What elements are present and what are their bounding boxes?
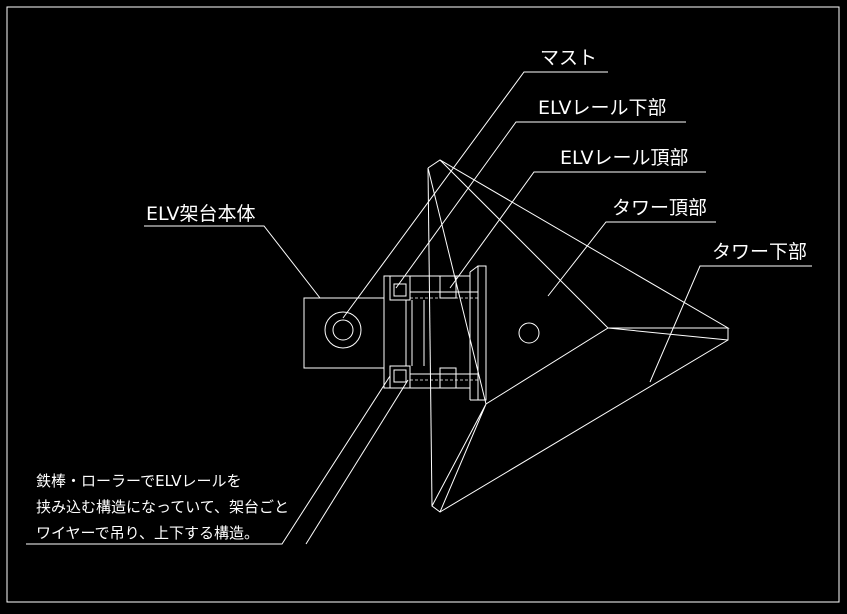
note-block: 鉄棒・ローラーでELVレールを 挟み込む構造になっていて、架台ごと ワイヤーで吊… <box>36 472 289 542</box>
leader-elv-rail-bottom <box>395 121 686 289</box>
tower-edge-left <box>427 167 487 405</box>
lower-roller <box>393 369 407 383</box>
upper-rail-block <box>439 275 457 299</box>
clamp-outline <box>383 275 471 389</box>
label-mast: マスト <box>540 47 597 69</box>
tower-outline-upper <box>427 159 730 513</box>
elv-platform <box>303 297 385 369</box>
plate-front <box>477 265 487 401</box>
note-line-1: 鉄棒・ローラーでELVレールを <box>36 472 242 490</box>
leader-tower-top <box>547 221 716 297</box>
leader-note-b <box>305 379 409 545</box>
leader-mast <box>342 71 608 319</box>
drawing-frame <box>6 6 840 603</box>
tower-back-edge <box>427 167 433 507</box>
leader-lines <box>26 71 812 545</box>
platform-box <box>303 297 385 369</box>
rail-clamp <box>383 275 478 389</box>
plate-edge-top <box>469 265 479 273</box>
leader-note-a <box>26 375 391 545</box>
mast-outer-circle <box>324 311 362 349</box>
label-elv-platform-body: ELV架台本体 <box>146 203 256 225</box>
note-line-2: 挟み込む構造になっていて、架台ごと <box>36 498 289 516</box>
lower-rail-block <box>439 367 457 389</box>
label-tower-top: タワー頂部 <box>612 197 707 219</box>
tower-apex-line <box>607 327 729 341</box>
label-elv-rail-top: ELVレール頂部 <box>560 147 689 169</box>
tower-structure <box>427 159 730 513</box>
upper-roller-block <box>389 275 411 301</box>
label-elv-rail-bottom: ELVレール下部 <box>538 97 667 119</box>
note-line-3: ワイヤーで吊り、上下する構造。 <box>36 524 259 542</box>
tower-hole <box>518 322 540 344</box>
lower-roller-block <box>389 365 411 389</box>
leader-elv-platform-body <box>144 225 321 299</box>
leader-elv-rail-top <box>449 171 706 289</box>
tower-outline-lower <box>439 328 729 513</box>
upper-roller <box>393 283 407 297</box>
label-tower-bottom: タワー下部 <box>712 241 807 263</box>
mast-inner-circle <box>332 319 354 341</box>
leader-tower-bottom <box>649 265 812 383</box>
